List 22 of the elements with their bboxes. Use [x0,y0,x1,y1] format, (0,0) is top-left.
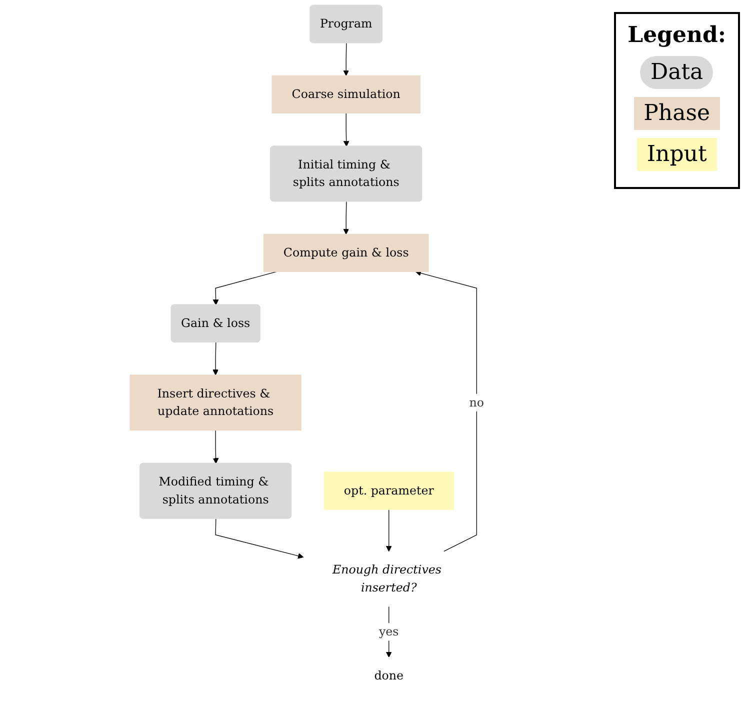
arrow [386,509,392,552]
arrow [215,518,304,559]
node-text: Enough directives inserted? [332,563,442,595]
node-box: Insert directives & update annotations [129,374,302,431]
arrow [386,606,392,658]
edge-label: no [469,396,484,410]
node-text: done [374,669,404,683]
legend-swatch: Phase [634,97,720,130]
arrow [343,112,349,147]
edge-label: yes [378,625,399,639]
node-box: Coarse simulation [272,75,420,114]
arrow [343,201,349,234]
arrow [212,271,277,306]
arrow [415,270,477,552]
node-box: Compute gain & loss [263,234,429,272]
arrow [212,430,218,464]
arrow [343,42,349,76]
node-box: opt. parameter [324,472,454,510]
legend-swatch: Input [636,138,717,171]
legend-title: Legend: [628,22,726,48]
legend-swatch: Data [640,56,714,89]
arrow [212,342,218,376]
